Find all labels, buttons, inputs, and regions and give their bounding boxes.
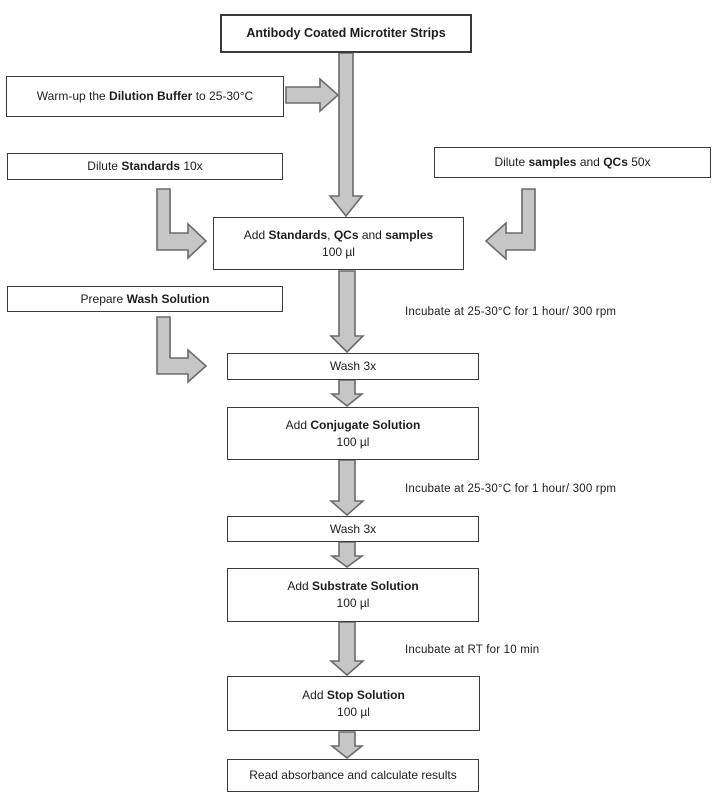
flow-box-add-conjugate-solution: Add Conjugate Solution 100 µl — [227, 407, 479, 460]
box-label: Warm-up the Dilution Buffer to 25-30°C — [36, 89, 254, 104]
elbow-right-arrow-icon — [156, 188, 208, 260]
down-arrow-icon — [329, 541, 365, 568]
flow-box-dilute-samples-qcs: Dilute samples and QCs 50x — [434, 147, 711, 178]
flow-box-add-substrate-solution: Add Substrate Solution 100 µl — [227, 568, 479, 622]
box-label: Prepare Wash Solution — [80, 291, 210, 306]
box-label: Add Substrate Solution — [287, 579, 419, 594]
flow-box-add-standards-qcs-samples: Add Standards, QCs and samples 100 µl — [213, 217, 464, 270]
box-volume: 100 µl — [322, 244, 355, 259]
box-label: Antibody Coated Microtiter Strips — [246, 25, 446, 40]
down-arrow-icon — [328, 52, 364, 218]
down-arrow-icon — [329, 731, 365, 760]
box-volume: 100 µl — [337, 704, 370, 719]
flow-box-wash-1: Wash 3x — [227, 353, 479, 380]
box-label: Dilute samples and QCs 50x — [494, 155, 651, 170]
box-volume: 100 µl — [336, 434, 370, 449]
down-arrow-icon — [329, 379, 365, 408]
flow-box-read-absorbance: Read absorbance and calculate results — [227, 759, 479, 792]
flow-box-warmup-dilution-buffer: Warm-up the Dilution Buffer to 25-30°C — [6, 76, 284, 117]
incubation-note-2: Incubate at 25-30°C for 1 hour/ 300 rpm — [405, 483, 617, 495]
flow-box-prepare-wash-solution: Prepare Wash Solution — [7, 286, 283, 312]
box-label: Add Conjugate Solution — [285, 417, 421, 432]
incubation-note-3: Incubate at RT for 10 min — [405, 644, 540, 656]
flow-box-dilute-standards: Dilute Standards 10x — [7, 153, 283, 180]
flow-box-add-stop-solution: Add Stop Solution 100 µl — [227, 676, 480, 731]
box-label: Dilute Standards 10x — [87, 159, 203, 174]
box-label: Add Stop Solution — [302, 687, 405, 702]
down-arrow-icon — [329, 270, 365, 354]
elbow-right-arrow-icon — [156, 316, 208, 384]
right-arrow-icon — [285, 77, 340, 113]
box-label: Read absorbance and calculate results — [249, 768, 457, 783]
flow-box-wash-2: Wash 3x — [227, 516, 479, 542]
box-label: Add Standards, QCs and samples — [243, 227, 434, 242]
down-arrow-icon — [328, 459, 366, 517]
box-volume: 100 µl — [336, 596, 370, 610]
incubation-note-1: Incubate at 25-30°C for 1 hour/ 300 rpm — [405, 306, 617, 318]
down-arrow-icon — [328, 621, 366, 677]
box-label: Wash 3x — [329, 359, 377, 374]
flow-box-antibody-coated-strips: Antibody Coated Microtiter Strips — [220, 14, 472, 53]
elbow-left-arrow-icon — [484, 188, 536, 261]
box-label: Wash 3x — [329, 521, 377, 536]
